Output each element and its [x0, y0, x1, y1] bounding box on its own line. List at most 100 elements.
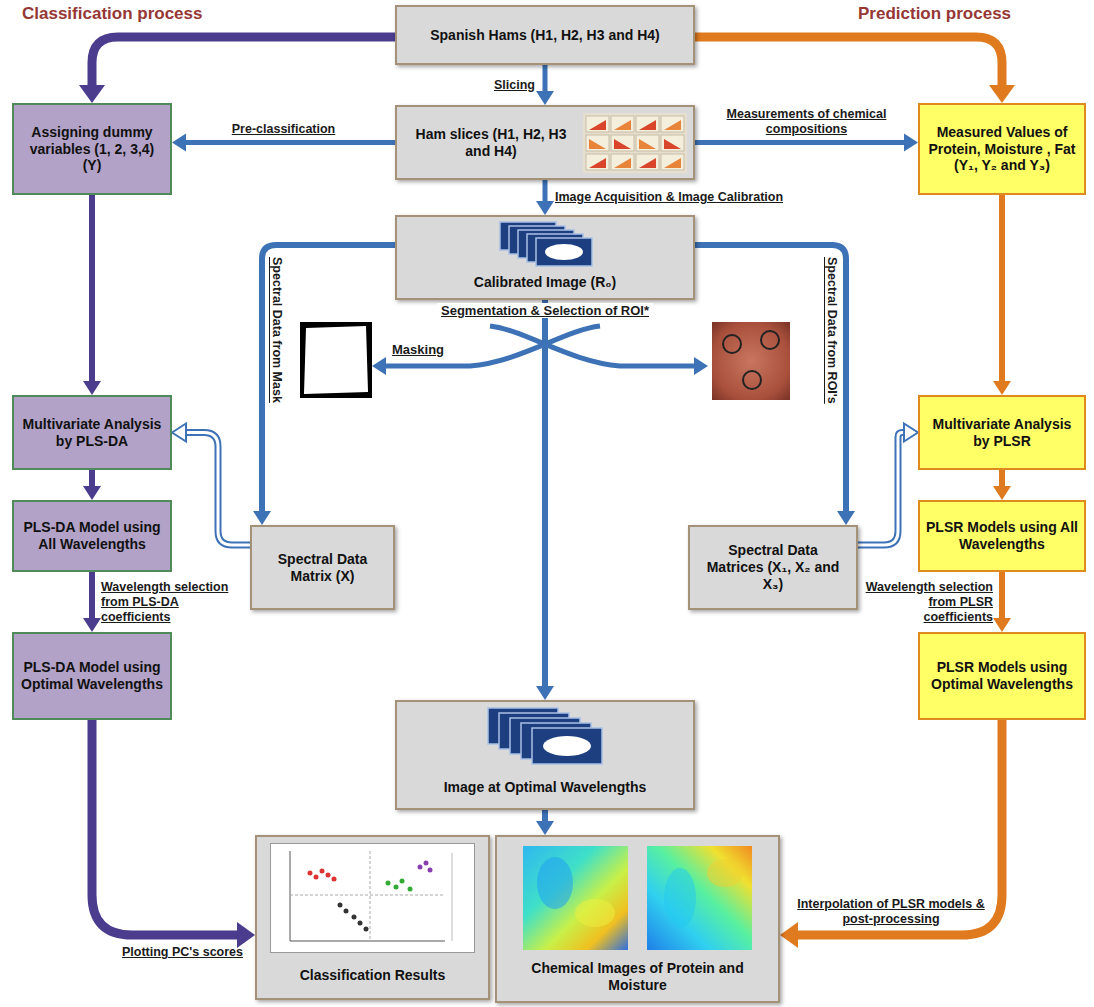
drawing-part: [761, 331, 779, 349]
connector: [79, 37, 395, 103]
drawing-part: [589, 158, 606, 168]
drawing-part: [586, 116, 609, 132]
classification-step: Assigning dummy variables (1, 2, 3,4) (Y…: [12, 103, 172, 195]
node-label: PLS-DA Model using All Wavelengths: [20, 519, 164, 553]
score-plot: [270, 843, 475, 953]
crossing-arrows: [372, 326, 708, 375]
classification-step: Multivariate Analysis by PLS-DA: [12, 395, 172, 470]
drawing-part: [418, 865, 423, 870]
arrow-head: [904, 134, 918, 152]
node-label: Chemical Images of Protein and Moisture: [505, 960, 770, 994]
connector-line: [183, 433, 250, 546]
drawing-part: [537, 857, 573, 909]
connector: [858, 424, 918, 546]
connector: [993, 195, 1011, 395]
drawing-part: [723, 335, 741, 353]
edge-label: Interpolation of PLSR models & post-proc…: [791, 897, 991, 927]
ham-slices-image: [583, 113, 687, 173]
section-heading: Prediction process: [858, 4, 1011, 24]
drawing-part: [586, 154, 609, 170]
drawing-part: [636, 135, 659, 151]
drawing-part: [664, 120, 681, 130]
classification-step: PLS-DA Model using All Wavelengths: [12, 500, 172, 572]
drawing-part: [664, 868, 696, 928]
drawing-part: [490, 326, 696, 366]
drawing-part: [394, 885, 399, 890]
arrow-head: [989, 85, 1015, 103]
connector-line: [89, 195, 95, 384]
drawing-part: [639, 120, 656, 130]
edge-label: Wavelength selection from PLS-DA coeffic…: [101, 580, 241, 625]
drawing-part: [290, 851, 291, 941]
arrow-head: [83, 486, 101, 500]
chemical-images: [515, 843, 760, 953]
connector: [695, 245, 855, 525]
connector: [92, 720, 255, 948]
drawing-part: [271, 844, 475, 953]
drawing-part: [400, 879, 405, 884]
image-stack: [482, 706, 612, 768]
drawing-part: [300, 322, 372, 398]
drawing-part: [611, 135, 634, 151]
data-box: Ham slices (H1, H2, H3 and H4): [395, 105, 695, 180]
connector: [536, 65, 554, 105]
drawing-part: [583, 113, 687, 173]
drawing-part: [661, 135, 684, 151]
drawing-part: [408, 887, 413, 892]
edge-label: Spectral Data from Mask: [269, 257, 284, 403]
connector-line: [543, 65, 548, 94]
drawing-part: [290, 895, 445, 896]
drawing-part: [523, 846, 628, 950]
drawing-part: [614, 158, 631, 168]
prediction-step: PLSR Models using All Wavelengths: [918, 500, 1086, 572]
drawing-part: [352, 915, 357, 920]
arrow-head: [780, 922, 798, 948]
connector: [993, 572, 1011, 632]
drawing-part: [636, 116, 659, 132]
node-label: Ham slices (H1, H2, H3 and H4): [407, 126, 575, 160]
connector: [536, 180, 554, 215]
node-label: Assigning dummy variables (1, 2, 3,4) (Y…: [20, 124, 164, 174]
connector: [993, 470, 1011, 500]
node-label: Multivariate Analysis by PLS-DA: [20, 416, 164, 450]
connector-line: [858, 433, 907, 546]
node-label: Spanish Hams (H1, H2, H3 and H4): [407, 27, 683, 44]
step-label: Segmentation & Selection of ROI*: [437, 303, 653, 318]
connector-line: [695, 140, 907, 145]
drawing-part: [386, 881, 391, 886]
connector-line: [183, 433, 250, 546]
node-label: Classification Results: [265, 967, 480, 984]
drawing-part: [639, 139, 656, 149]
arrow-head: [83, 381, 101, 395]
drawing-part: [707, 859, 743, 887]
drawing-part: [326, 873, 331, 878]
drawing-part: [589, 120, 606, 130]
drawing-part: [332, 877, 337, 882]
drawing-part: [661, 154, 684, 170]
connector-line: [695, 245, 846, 514]
connector-line: [92, 37, 395, 89]
drawing-part: [370, 851, 371, 941]
drawing-part: [636, 154, 659, 170]
data-box: Image at Optimal Wavelengths: [395, 700, 695, 810]
step-label: Masking: [392, 342, 444, 357]
prediction-step: Measured Values of Protein, Moisture , F…: [918, 103, 1086, 195]
drawing-part: [614, 139, 631, 149]
edge-label: Image Acquisition & Image Calibration: [555, 190, 783, 205]
arrow-head: [83, 618, 101, 632]
edge-label: Measurements of chemical compositions: [712, 107, 902, 137]
drawing-part: [536, 238, 592, 266]
drawing-part: [424, 861, 429, 866]
connector-line: [89, 572, 95, 621]
data-box: Calibrated Image (R₀): [395, 215, 695, 300]
drawing-part: [611, 154, 634, 170]
connector-line: [92, 720, 241, 935]
node-label: PLSR Models using All Wavelengths: [926, 519, 1078, 553]
drawing-part: [712, 322, 790, 400]
node-label: Measured Values of Protein, Moisture , F…: [926, 124, 1078, 174]
drawing-part: [338, 903, 343, 908]
node-label: Spectral Data Matrices (X₁, X₂ and X₃): [698, 542, 848, 592]
connector-line: [999, 470, 1005, 489]
drawing-part: [320, 869, 325, 874]
data-box: Spanish Hams (H1, H2, H3 and H4): [395, 5, 695, 65]
